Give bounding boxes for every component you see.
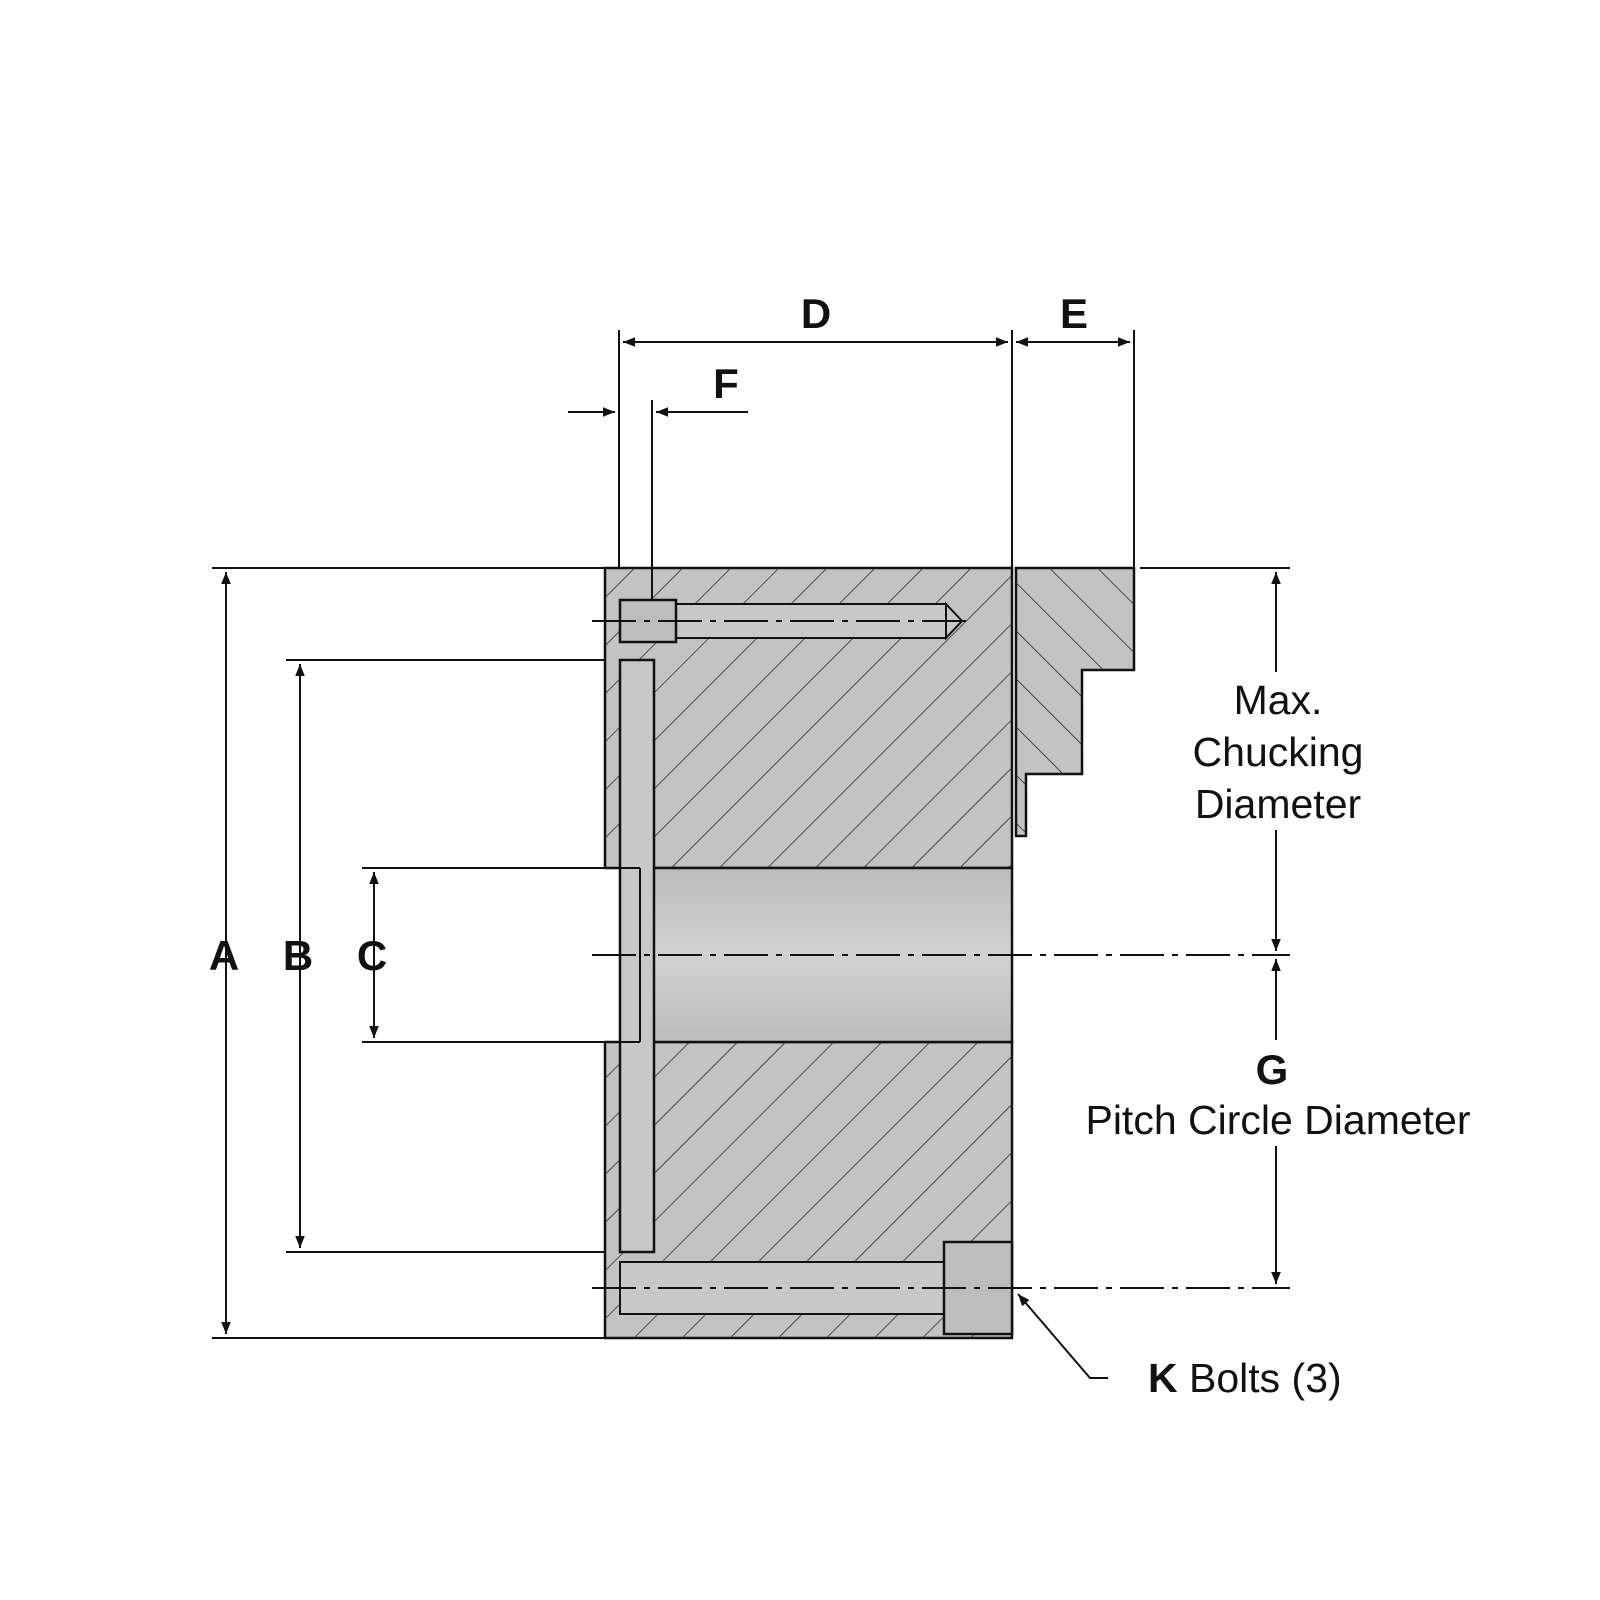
dim-label-e: E bbox=[1060, 290, 1088, 337]
k-bolts-letter: K bbox=[1148, 1355, 1178, 1401]
extension-lines bbox=[212, 330, 1290, 1339]
leader-k-bolts bbox=[1017, 1293, 1108, 1379]
dim-label-d: D bbox=[801, 290, 831, 337]
dim-label-c: C bbox=[357, 932, 387, 979]
k-bolts-text: Bolts (3) bbox=[1178, 1355, 1342, 1401]
k-bolts-label: K Bolts (3) bbox=[1148, 1355, 1342, 1401]
pitch-circle-letter: G bbox=[1256, 1046, 1289, 1093]
pitch-circle-text: Pitch Circle Diameter bbox=[1085, 1097, 1470, 1143]
max-chucking-line2: Chucking bbox=[1193, 729, 1364, 775]
dim-label-b: B bbox=[283, 932, 313, 979]
stepped-jaw bbox=[1014, 566, 1136, 838]
max-chucking-line3: Diameter bbox=[1195, 781, 1361, 827]
dim-label-f: F bbox=[713, 360, 739, 407]
dim-label-a: A bbox=[209, 932, 239, 979]
dimension-lines bbox=[221, 337, 1281, 1379]
max-chucking-line1: Max. bbox=[1234, 677, 1323, 723]
